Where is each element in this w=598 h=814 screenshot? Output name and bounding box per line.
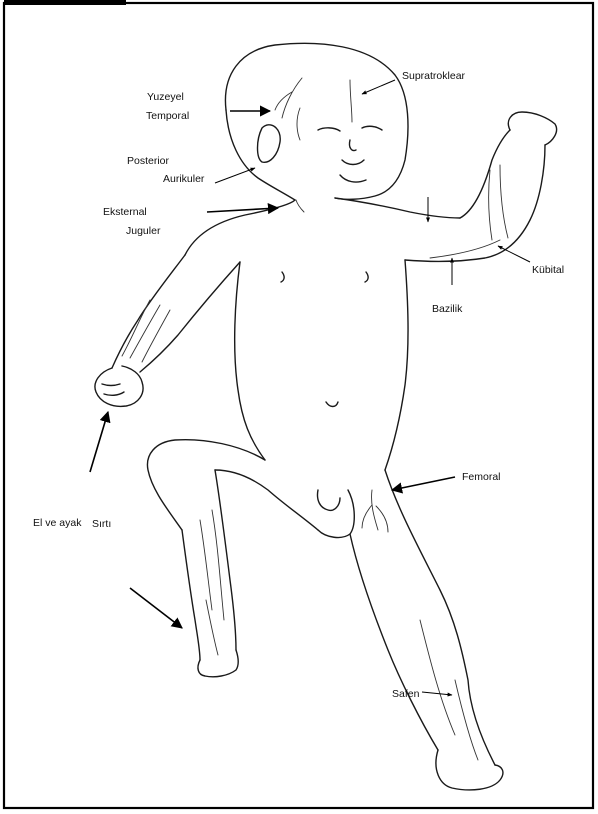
label-juguler: Juguler [126,225,160,237]
label-yuzeyel: Yuzeyel [147,91,184,103]
label-posterior: Posterior [127,155,169,167]
label-sirti: Sırtı [92,518,111,530]
arrow-supratroklear [362,80,395,94]
arrow-kubital [498,246,530,262]
label-temporal: Temporal [146,110,189,122]
label-kubital: Kübital [532,264,564,276]
label-aurikuler: Aurikuler [163,173,204,185]
label-el-ve-ayak: El ve ayak [33,517,81,529]
label-femoral: Femoral [462,471,501,483]
label-bazilik: Bazilik [432,303,462,315]
arrow-ayak-sirti [130,588,182,628]
label-eksternal: Eksternal [103,206,147,218]
arrow-juguler [207,208,278,212]
label-safen: Safen [392,688,419,700]
arrow-aurikuler [215,168,255,183]
arrow-el-sirti [90,412,108,472]
arrow-femoral [392,477,455,490]
label-supratroklear: Supratroklear [402,70,465,82]
arrow-safen [422,692,452,695]
